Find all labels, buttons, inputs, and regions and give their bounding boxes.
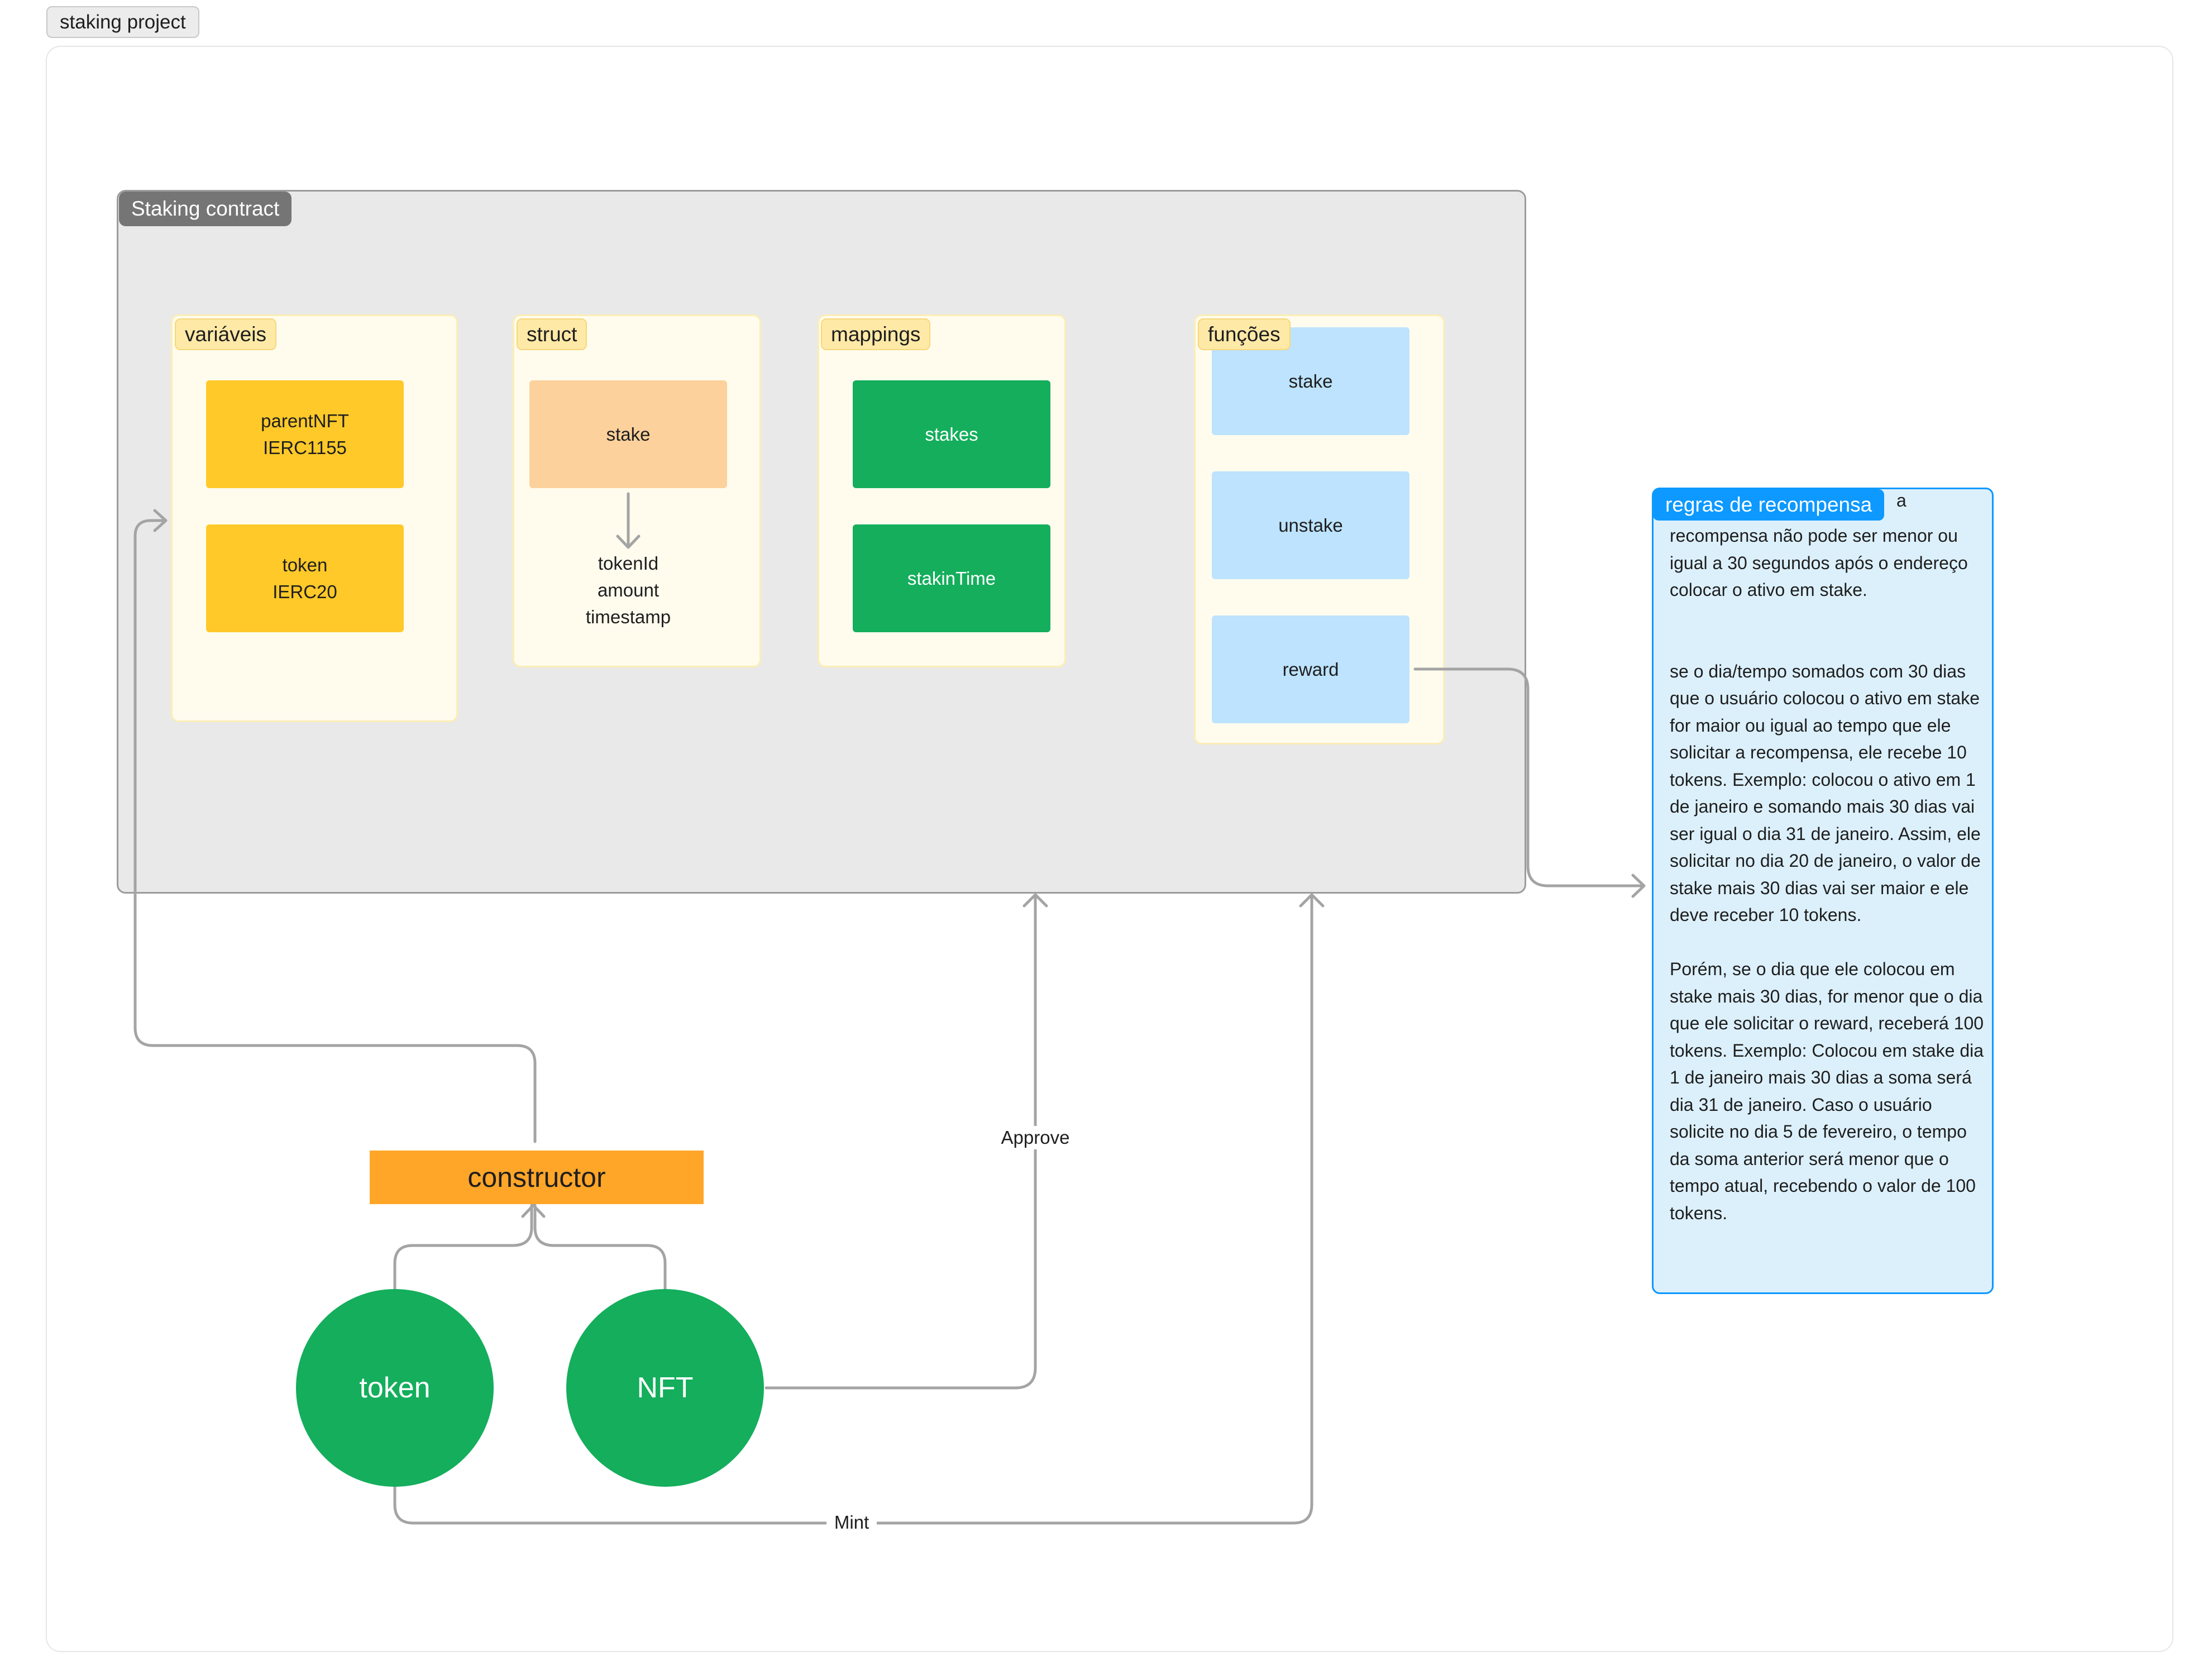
- mint-arrowhead: [1299, 893, 1325, 908]
- approve-label: Approve: [992, 1126, 1079, 1149]
- section-mappings-label: mappings: [821, 318, 931, 350]
- struct-arrowhead: [616, 534, 641, 549]
- token-to-constructor-edge: [393, 1204, 533, 1291]
- token-circle[interactable]: token: [296, 1289, 494, 1487]
- reward-rules-note[interactable]: [1652, 488, 1994, 1294]
- board-frame: [46, 46, 2173, 1652]
- nft-to-constructor-edge: [533, 1204, 667, 1291]
- constructor-arrowhead: [521, 1204, 546, 1218]
- constructor-to-variaveis-edge: [133, 519, 537, 1143]
- section-struct-label: struct: [517, 318, 587, 350]
- function-card-unstake[interactable]: unstake: [1212, 471, 1409, 579]
- nft-circle[interactable]: NFT: [566, 1289, 764, 1487]
- var-card-token[interactable]: token IERC20: [206, 524, 404, 632]
- struct-fields: tokenId amount timestamp: [585, 553, 671, 627]
- reward-rules-first-word: a: [1896, 490, 1906, 510]
- section-variaveis-label: variáveis: [175, 318, 276, 350]
- reward-rules-title[interactable]: regras de recompensa: [1653, 489, 1885, 521]
- mapping-card-stakintime[interactable]: stakinTime: [853, 524, 1050, 632]
- struct-card-stake[interactable]: stake: [529, 380, 727, 488]
- function-card-reward[interactable]: reward: [1212, 615, 1409, 723]
- mint-label: Mint: [826, 1511, 877, 1534]
- constructor-to-variaveis-arrowhead: [153, 509, 168, 532]
- var-card-parentnft[interactable]: parentNFT IERC1155: [206, 380, 404, 488]
- reward-rules-body: recompensa não pode ser menor ou igual a…: [1670, 526, 1984, 1223]
- staking-contract-title[interactable]: Staking contract: [119, 192, 292, 226]
- constructor-box[interactable]: constructor: [370, 1151, 704, 1204]
- board-title[interactable]: staking project: [46, 6, 199, 38]
- reward-to-note-edge: [1413, 667, 1645, 887]
- approve-arrowhead: [1022, 893, 1048, 908]
- mapping-card-stakes[interactable]: stakes: [853, 380, 1050, 488]
- reward-to-note-arrowhead: [1631, 874, 1646, 898]
- section-funcoes-label: funções: [1198, 318, 1291, 350]
- section-struct[interactable]: [513, 314, 761, 667]
- nft-approve-edge: [764, 893, 1037, 1390]
